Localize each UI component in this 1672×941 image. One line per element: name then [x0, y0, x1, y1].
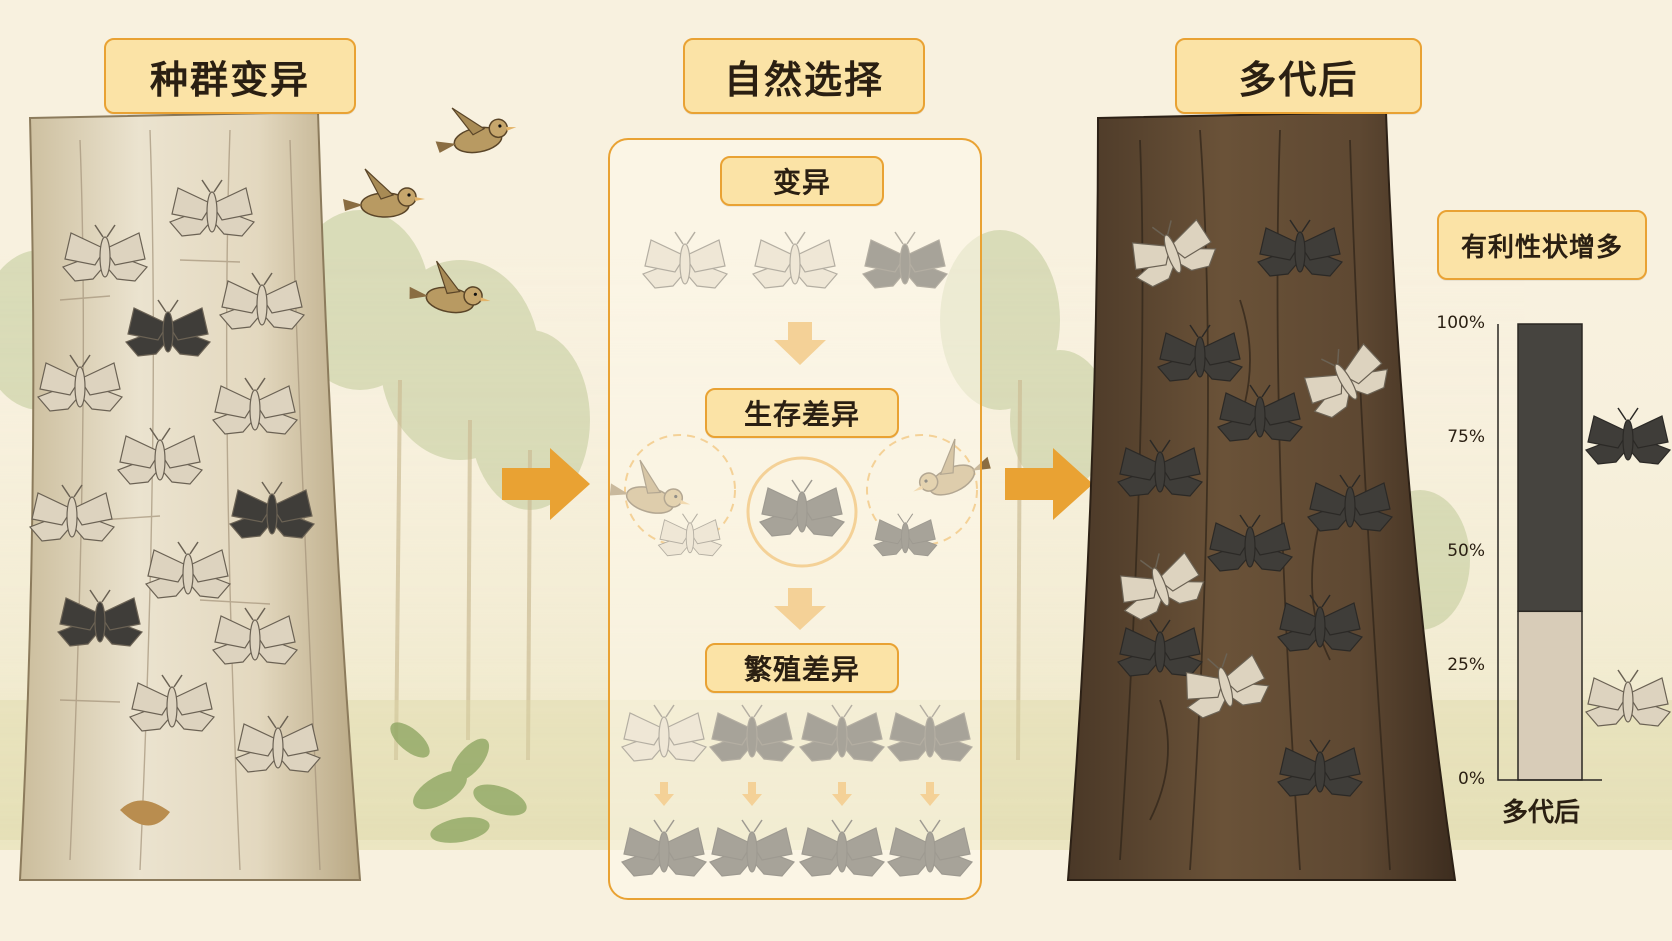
flow-arrows	[502, 448, 1093, 520]
step-survival-difference: 生存差异	[705, 388, 899, 438]
title-population-variation: 种群变异	[104, 38, 356, 114]
arrow-right-icon	[1005, 448, 1093, 520]
step-variation: 变异	[720, 156, 884, 206]
bird-icon	[429, 96, 521, 160]
title-natural-selection: 自然选择	[683, 38, 925, 114]
ytick-label: 0%	[1458, 769, 1485, 789]
moth-frequency-chart	[1497, 323, 1602, 781]
bar-segment-0	[1517, 610, 1583, 781]
dark-tree-trunk	[1066, 110, 1457, 881]
ytick-label: 100%	[1436, 313, 1485, 333]
arrow-right-icon	[502, 448, 590, 520]
ytick-label: 25%	[1447, 655, 1485, 675]
selection-process-frame	[608, 138, 982, 900]
step-reproduction-difference: 繁殖差异	[705, 643, 899, 693]
ytick-label: 50%	[1447, 541, 1485, 561]
bird-icon	[342, 168, 426, 218]
ytick-label: 75%	[1447, 427, 1485, 447]
title-after-generations: 多代后	[1175, 38, 1422, 114]
chart-title: 有利性状增多	[1437, 210, 1647, 280]
chart-axis	[1497, 324, 1602, 781]
bar-segment-1	[1517, 323, 1583, 613]
chart-xlabel: 多代后	[1502, 798, 1581, 828]
